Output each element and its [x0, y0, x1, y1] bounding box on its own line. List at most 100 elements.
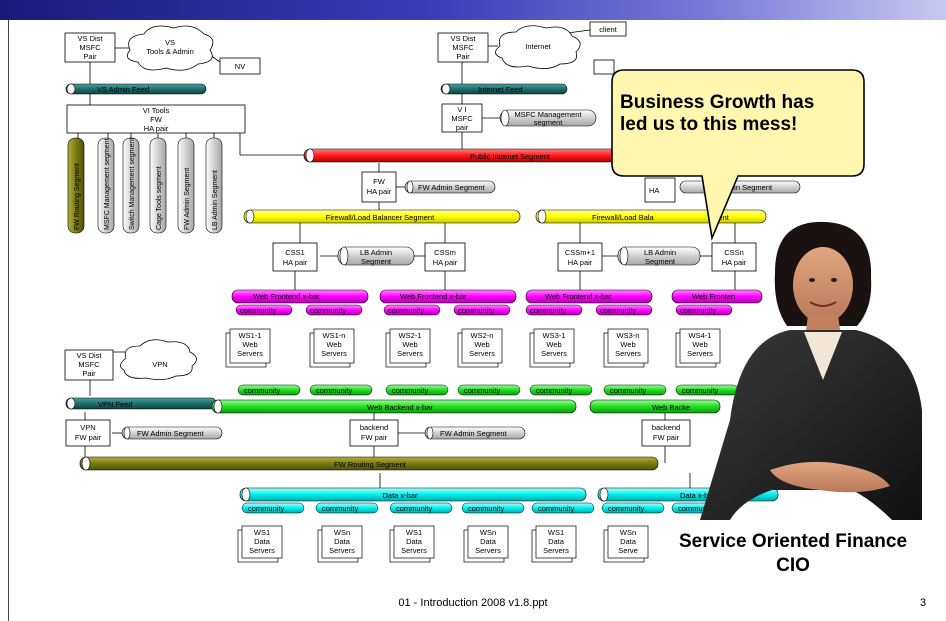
ds-id: WSn [334, 528, 350, 537]
vs-dist-left-l3: Pair [83, 52, 97, 61]
vs-dist-left-l2: MSFC [79, 43, 101, 52]
vs-admin-feed-pipe [65, 83, 207, 95]
ws1-data-servers-2: WS1 Data Servers [401, 528, 427, 555]
vertical-segment-label-1: FW Routing Segment [74, 163, 81, 230]
callout-line-2: led us to this mess! [620, 114, 798, 135]
community-label: community [600, 306, 637, 315]
ws-id: WS4-1 [689, 331, 712, 340]
pipe-end [426, 426, 434, 440]
pipe-end [245, 209, 255, 224]
ds-l2: Data [254, 537, 271, 546]
community-pipe [453, 304, 511, 316]
vs-dist-mid-l2: MSFC [452, 43, 474, 52]
cio-face [793, 247, 853, 323]
ws-l2: Web [402, 340, 417, 349]
ws-id: WS1-n [323, 331, 346, 340]
cio-caption-line-2: CIO [776, 555, 810, 576]
backend-fw-right-l2: FW pair [653, 433, 680, 442]
ds-l2: Data [480, 537, 497, 546]
ws-id: WS2-n [471, 331, 494, 340]
msfc-mgmt-segment-pipe [499, 109, 597, 127]
vertical-segment-label-4: Cage Tools segment [156, 166, 163, 230]
ws-l2: Web [326, 340, 341, 349]
vpn-label: VPN [152, 360, 167, 369]
fw-routing-label: FW Routing Segment [334, 460, 407, 469]
ws1-1-web-servers: WS1-1 Web Servers [237, 331, 263, 358]
community-pipe [309, 384, 373, 396]
ds-l2: Data [548, 537, 565, 546]
cio-eye [809, 278, 815, 282]
vi-msfc-l3: pair [456, 123, 469, 132]
internet-label: Internet [525, 42, 551, 51]
speech-callout [611, 69, 865, 241]
pipe-end [213, 399, 223, 414]
ws-id: WS1-1 [239, 331, 262, 340]
ws1-data-servers: WS1 Data Servers [249, 528, 275, 555]
community-label: community [310, 306, 347, 315]
fw-admin-label: FW Admin Segment [418, 183, 486, 192]
community-pipe [389, 502, 453, 514]
cio-smile [809, 301, 837, 307]
fw-routing-segment-vertical [67, 137, 85, 234]
msfc-mgmt-segment-vertical [97, 137, 115, 234]
lb-admin-left-l2: Segment [361, 257, 392, 266]
community-label: community [240, 306, 277, 315]
public-internet-label: Public Internet Segment [470, 152, 551, 161]
community-pipe [305, 304, 363, 316]
ws-l2: Web [546, 340, 561, 349]
pipe-end [66, 83, 76, 95]
lb-admin-segment-pipe-right [617, 246, 701, 266]
cssm1-ha-pair [557, 242, 603, 272]
vs-tools-cloud-l2: Tools & Admin [146, 47, 194, 56]
vi-msfc-l1: V I [457, 105, 466, 114]
vs-dist-msfc-pair-mid [437, 32, 489, 63]
ws2-n-web-servers: WS2-n Web Servers [469, 331, 495, 358]
ws4-1-web-servers: WS4-1 Web Servers [687, 331, 713, 358]
switch-mgmt-segment-vertical [122, 137, 140, 234]
vs-dist-mid-l1: VS Dist [450, 34, 476, 43]
nv-label: NV [235, 62, 245, 71]
ws1-data-servers-3: WS1 Data Servers [543, 528, 569, 555]
ws3-n-web-servers: WS3-n Web Servers [615, 331, 641, 358]
msfc-mgmt-l2: segment [534, 118, 564, 127]
lb-admin-segment-vertical [205, 137, 223, 234]
pipe-end [619, 246, 629, 266]
community-lower-pipes [237, 384, 739, 396]
community-label: community [678, 504, 715, 513]
community-pipe [529, 384, 593, 396]
community-pipe [315, 502, 379, 514]
community-pipe [461, 502, 525, 514]
lb-admin-segment-pipe-left [337, 246, 415, 266]
pipe-end [537, 209, 547, 224]
ws-l3: Servers [541, 349, 567, 358]
slide-title-bar [0, 0, 946, 20]
vertical-segment-label-3: Switch Management segment [129, 138, 136, 230]
pipe-end [500, 109, 510, 127]
client-box [589, 21, 627, 37]
ws3-1-web-servers: WS3-1 Web Servers [541, 331, 567, 358]
ds-l3: Serve [618, 546, 638, 555]
community-label: community [322, 504, 359, 513]
ds-id: WS1 [406, 528, 422, 537]
fw-ha-l1: FW [373, 177, 386, 186]
backend-fw-pair-right [641, 419, 691, 447]
community-label: community [396, 504, 433, 513]
pipe-end [406, 180, 414, 194]
web-frontend-label-3: Web Frontend x-bar [545, 292, 612, 301]
community-label: community [244, 386, 281, 395]
callout-text: Business Growth has led us to this mess! [620, 92, 860, 136]
community-pipe [385, 384, 449, 396]
vi-msfc-l2: MSFC [451, 114, 473, 123]
data-xbar-pipe-left [239, 487, 587, 502]
slide-footer-filename: 01 - Introduction 2008 v1.8.ppt [398, 597, 548, 609]
ws-l2: Web [474, 340, 489, 349]
vertical-segment-label-5: FW Admin Segment [184, 168, 191, 230]
cio-shirt [804, 332, 842, 380]
client-box-2 [593, 59, 615, 75]
cssn-l1: CSSn [724, 248, 744, 257]
community-label: community [610, 386, 647, 395]
ds-id: WS1 [254, 528, 270, 537]
web-backend-label: Web Backend x-bar [367, 403, 433, 412]
data-xbar-right-label: Data x-bar [680, 491, 716, 500]
ws-l2: Web [692, 340, 707, 349]
